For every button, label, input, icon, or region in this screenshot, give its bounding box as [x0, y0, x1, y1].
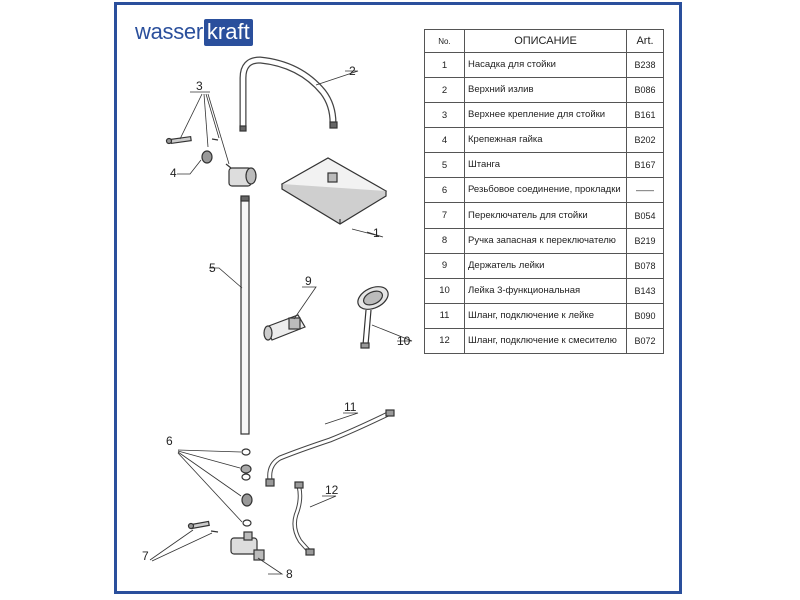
- row-description: Верхний излив: [464, 77, 627, 104]
- callout-10-label: 10: [397, 334, 411, 348]
- callout-1-label: 1: [373, 226, 380, 240]
- fixing-nut-part: [201, 150, 213, 164]
- square-shower-head-part: [280, 157, 388, 225]
- brand-logo-part2: kraft: [203, 18, 253, 46]
- row-article: ——: [626, 177, 664, 204]
- row-no: 11: [424, 302, 465, 329]
- upper-bracket-part: [165, 135, 257, 187]
- row-description: Крепежная гайка: [464, 127, 627, 154]
- row-article: B238: [626, 51, 664, 79]
- exploded-parts-drawing: 1 2 3 4 5 6 7 8 9 10 11 12: [142, 56, 413, 581]
- callout-leader-lines: [149, 70, 413, 575]
- row-no: 7: [424, 202, 465, 229]
- header-description: ОПИСАНИЕ: [464, 29, 627, 53]
- hand-shower-hose-part: [265, 409, 395, 487]
- hand-shower-holder-part: [263, 314, 306, 341]
- hand-shower-part: [357, 286, 389, 349]
- row-no: 3: [424, 102, 465, 129]
- row-description: Лейка 3-функциональная: [464, 277, 627, 304]
- row-description: Переключатель для стойки: [464, 202, 627, 229]
- callout-7-label: 7: [142, 549, 149, 563]
- row-article: B054: [626, 202, 664, 229]
- row-no: 12: [424, 327, 465, 355]
- row-no: 10: [424, 277, 465, 304]
- row-article: B143: [626, 277, 664, 304]
- row-description: Держатель лейки: [464, 252, 627, 279]
- row-article: B090: [626, 302, 664, 329]
- row-no: 4: [424, 127, 465, 154]
- row-no: 2: [424, 77, 465, 104]
- mixer-hose-part: [292, 481, 315, 556]
- row-article: B072: [626, 327, 664, 355]
- header-no: No.: [424, 29, 465, 53]
- row-no: 6: [424, 177, 465, 204]
- row-no: 1: [424, 51, 465, 79]
- callout-9-label: 9: [305, 274, 312, 288]
- upper-spout-part: [239, 56, 338, 132]
- callout-6-label: 6: [166, 434, 173, 448]
- row-description: Шланг, подключение к лейке: [464, 302, 627, 329]
- row-description: Верхнее крепление для стойки: [464, 102, 627, 129]
- row-description: Шланг, подключение к смесителю: [464, 327, 627, 355]
- threaded-connection-part: [240, 448, 253, 527]
- row-no: 5: [424, 152, 465, 179]
- parts-table-header-row: No. ОПИСАНИЕ Art.: [424, 29, 664, 53]
- row-description: Насадка для стойки: [464, 51, 627, 79]
- callout-2-label: 2: [349, 64, 356, 78]
- callout-4-label: 4: [170, 166, 177, 180]
- callout-5-label: 5: [209, 261, 216, 275]
- row-article: B086: [626, 77, 664, 104]
- brand-logo-part1: wasser: [135, 19, 203, 44]
- row-description: Ручка запасная к переключателю: [464, 227, 627, 254]
- row-no: 9: [424, 252, 465, 279]
- row-article: B078: [626, 252, 664, 279]
- callout-12-label: 12: [325, 483, 339, 497]
- callout-3-label: 3: [196, 79, 203, 93]
- row-description: Штанга: [464, 152, 627, 179]
- row-description: Резьбовое соединение, прокладки: [464, 177, 627, 204]
- header-article: Art.: [626, 29, 664, 53]
- row-article: B167: [626, 152, 664, 179]
- row-article: B161: [626, 102, 664, 129]
- diverter-part: [187, 520, 219, 533]
- row-article: B202: [626, 127, 664, 154]
- row-article: B219: [626, 227, 664, 254]
- shower-rod-part: [240, 195, 250, 435]
- diverter-body-part: [230, 531, 265, 561]
- callout-11-label: 11: [344, 400, 357, 414]
- row-no: 8: [424, 227, 465, 254]
- callout-8-label: 8: [286, 567, 293, 581]
